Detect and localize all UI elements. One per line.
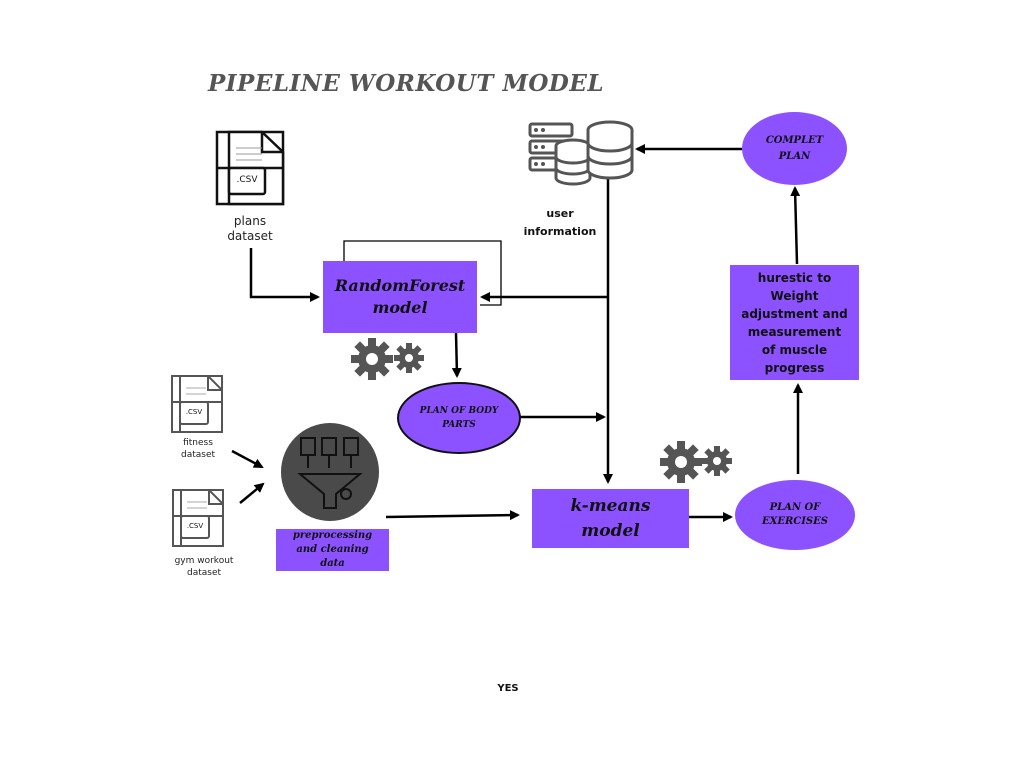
arrow-gym-to-prep: [239, 482, 265, 504]
user-information-label: user information: [523, 207, 597, 238]
csv-file-icon: [172, 489, 224, 547]
arrow-fitness-to-prep: [231, 449, 264, 469]
gears-icon: [351, 338, 424, 380]
gym-dataset-label: gym workout dataset: [174, 556, 234, 578]
arrow-rf-to-bodyparts: [451, 332, 462, 378]
fitness-dataset-label: fitness dataset: [180, 438, 216, 460]
database-server-icon: [528, 120, 634, 186]
arrow-plans-to-rf: [249, 248, 320, 302]
csv-file-icon: [215, 130, 285, 206]
plan-body-parts-node: PLAN OF BODY PARTS: [397, 382, 521, 454]
arrow-heuristic-to-complete: [790, 186, 801, 265]
gym-csv-ext: .CSV: [186, 522, 204, 530]
gears-icon: [660, 441, 732, 483]
diagram-title: PIPELINE WORKOUT MODEL: [208, 70, 605, 97]
heuristic-node: hurestic to Weight adjustment and measur…: [730, 265, 859, 380]
preprocessing-node: preprocessing and cleaning data: [276, 529, 389, 571]
plans-dataset-label: plans dataset: [227, 214, 273, 243]
csv-file-icon: [171, 375, 223, 433]
plan-exercises-node: PLAN OF EXERCISES: [735, 480, 855, 550]
funnel-filter-icon: [281, 423, 379, 521]
plans-csv-ext: .CSV: [236, 175, 258, 185]
footer-label: YES: [497, 683, 519, 694]
kmeans-node: k-means model: [532, 489, 689, 548]
rf-feedback-loop: [343, 240, 502, 306]
fitness-csv-ext: .CSV: [185, 408, 203, 416]
random-forest-node: RandomForest model: [323, 261, 477, 333]
arrow-prep-to-kmeans: [385, 510, 520, 521]
complete-plan-node: COMPLET PLAN: [742, 112, 847, 185]
